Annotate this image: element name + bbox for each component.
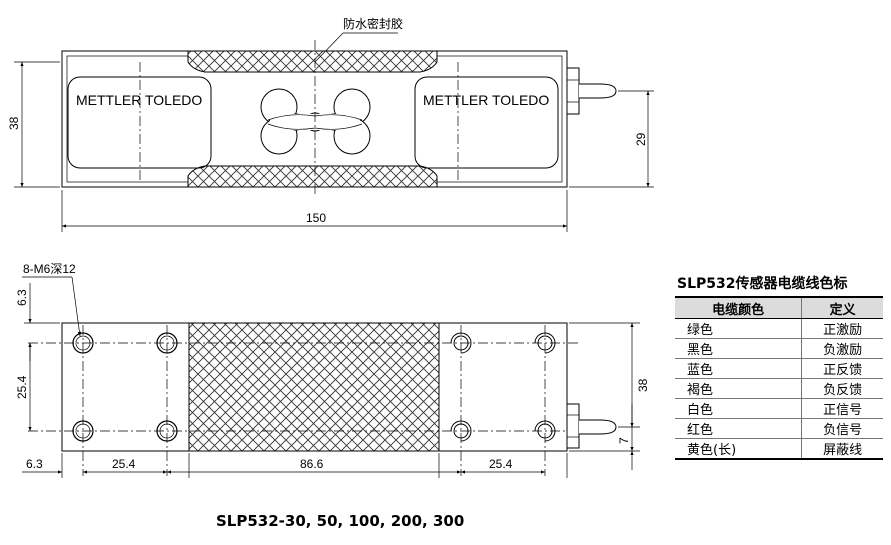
- cable-color-cell: 黑色: [675, 338, 803, 359]
- cable-color-cell: 蓝色: [675, 358, 803, 379]
- hole-note: 8-M6深12: [23, 262, 76, 276]
- header-definition: 定义: [801, 296, 883, 319]
- table-row: 白色 正信号: [675, 398, 883, 419]
- definition-cell: 正反馈: [801, 358, 883, 379]
- cable-color-cell: 红色: [675, 418, 803, 439]
- dim-25-4-vertical: 25.4: [15, 375, 29, 399]
- knurled-area: [188, 322, 440, 452]
- dim-25-4-left: 25.4: [112, 457, 136, 471]
- dim-7: 7: [617, 437, 631, 444]
- label-panel-right: [414, 76, 559, 169]
- header-cable-color: 电缆颜色: [675, 296, 803, 319]
- mounting-holes-right: [450, 332, 556, 442]
- sealant-callout: 防水密封胶: [343, 16, 403, 31]
- brand-right: METTLER TOLEDO: [423, 92, 549, 108]
- dim-height-38: 38: [7, 116, 21, 130]
- table-row: 蓝色 正反馈: [675, 358, 883, 379]
- dim-length-150: 150: [306, 211, 326, 225]
- definition-cell: 负信号: [801, 418, 883, 439]
- table-row: 黑色 负激励: [675, 338, 883, 359]
- dim-6-3-top: 6.3: [15, 289, 29, 306]
- cable-color-cell: 黄色(长): [675, 438, 803, 460]
- dim-6-3-left: 6.3: [26, 457, 43, 471]
- table-row: 褐色 负反馈: [675, 378, 883, 399]
- wire-color-legend: SLP532传感器电缆线色标 电缆颜色 定义 绿色 正激励 黑色 负激励 蓝色 …: [675, 273, 883, 460]
- table-row: 黄色(长) 屏蔽线: [675, 438, 883, 460]
- definition-cell: 屏蔽线: [801, 438, 883, 460]
- dim-38-right: 38: [636, 378, 650, 392]
- table-row: 绿色 正激励: [675, 318, 883, 339]
- cable-color-cell: 褐色: [675, 378, 803, 399]
- bottom-view: 8-M6深12 6.3 25.4 38 7 6.3 25.4 86.6 25: [15, 262, 650, 478]
- brand-left: METTLER TOLEDO: [76, 92, 202, 108]
- cable-gland-bottom: [566, 403, 617, 449]
- definition-cell: 负反馈: [801, 378, 883, 399]
- dim-86-6: 86.6: [300, 457, 324, 471]
- sealant-band-bottom: [187, 165, 438, 188]
- definition-cell: 负激励: [801, 338, 883, 359]
- definition-cell: 正信号: [801, 398, 883, 419]
- definition-cell: 正激励: [801, 318, 883, 339]
- sealant-band-top: [187, 50, 438, 73]
- legend-title: SLP532传感器电缆线色标: [677, 276, 848, 292]
- label-panel-left: [67, 76, 212, 169]
- cable-gland-top: [566, 67, 617, 115]
- cable-color-cell: 绿色: [675, 318, 803, 339]
- top-view: METTLER TOLEDO METTLER TOLEDO: [7, 16, 654, 232]
- dim-25-4-right: 25.4: [489, 457, 513, 471]
- legend-table: 电缆颜色 定义 绿色 正激励 黑色 负激励 蓝色 正反馈 褐色 负反馈 白色: [675, 296, 883, 460]
- table-row: 红色 负信号: [675, 418, 883, 439]
- legend-header-row: 电缆颜色 定义: [675, 296, 883, 319]
- dim-cable-29: 29: [634, 132, 648, 146]
- model-caption: SLP532-30, 50, 100, 200, 300: [216, 512, 465, 530]
- binocular-bore: [260, 88, 371, 155]
- mounting-holes-left: [72, 332, 178, 442]
- cable-color-cell: 白色: [675, 398, 803, 419]
